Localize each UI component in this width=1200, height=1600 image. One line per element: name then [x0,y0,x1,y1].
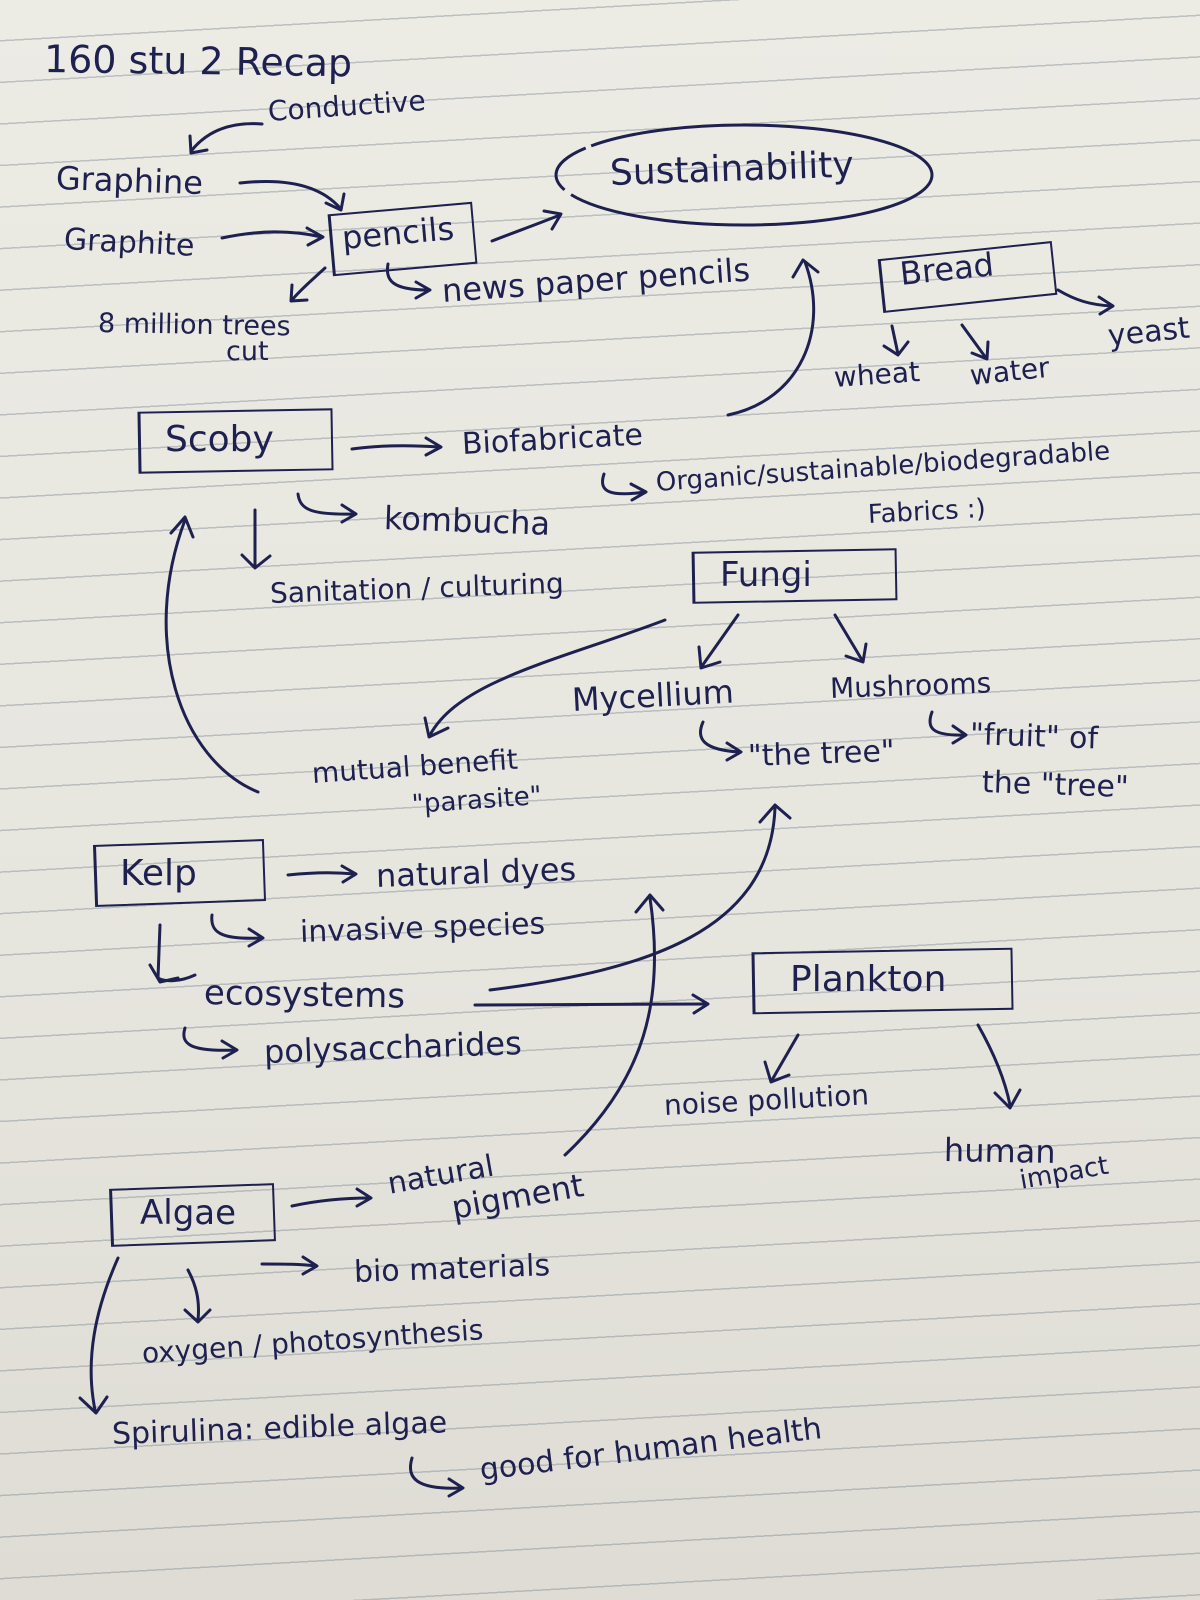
label-kombucha: kombucha [383,499,551,543]
label-bio-materials: bio materials [353,1248,551,1290]
arrow-kelp-ecosystems [156,923,197,983]
label-mycellium: Mycellium [571,672,735,719]
arrow-fungi-mushrooms [833,613,864,662]
arrow-pencils-trees [290,266,327,302]
label-scoby: Scoby [165,419,274,460]
label-wheat: wheat [832,355,921,394]
label-algae: Algae [140,1193,237,1233]
label-sustainability: Sustainability [609,144,855,194]
arrow-fungi-mycellium [700,613,740,668]
arrow-scoby-biofabricate [350,444,442,451]
arrow-mycellium-tree [698,720,742,754]
arrow-newspaper-pencils [385,262,430,292]
connector-arrows [78,122,1115,1498]
arrow-kelp-invasive [210,913,264,940]
arrow-biofabricate-sustainability [726,260,816,417]
label-fungi: Fungi [720,555,812,595]
label-ecosystems: ecosystems [203,973,406,1017]
arrow-ecosystems-polysaccharides [182,1026,238,1052]
label-water: water [968,350,1052,392]
arrow-fungi-mutual-benefit [428,618,667,737]
arrow-conductive-graphine [190,122,264,152]
arrow-algae-spirulina [89,1256,120,1412]
arrow-bread-water [960,323,988,360]
label-graphine: Graphine [55,159,204,203]
label-plankton: Plankton [790,959,947,1000]
arrow-plankton-noise [770,1033,800,1082]
arrow-graphite-pencils [220,230,324,240]
arrow-plankton-human [976,1023,1012,1107]
label-kelp: Kelp [120,853,197,894]
label-bread: Bread [898,245,996,293]
page-title: 160 stu 2 Recap [43,37,353,86]
label-fruit-line1: "fruit" of [969,717,1099,757]
arrow-spirulina-health [408,1456,464,1490]
label-the-tree: "the tree" [747,733,896,774]
label-trees-line2: cut [226,336,269,367]
arrow-algae-pigment [290,1196,372,1208]
arrow-bread-wheat [890,324,900,356]
sustainability-oval [554,123,934,227]
arrow-biofabricate-fabrics [601,472,647,496]
arrow-mushrooms-fruit [928,710,967,737]
label-invasive-species: invasive species [299,906,546,950]
label-mushrooms: Mushrooms [829,666,992,705]
arrow-pencils-sustainability [490,213,562,243]
arrow-pigment-dyes [563,896,657,1157]
label-graphite: Graphite [63,222,196,264]
arrow-algae-biomaterials [260,1262,318,1268]
label-yeast: yeast [1106,310,1192,354]
arrow-algae-oxygen [186,1268,200,1322]
label-pencils: pencils [340,209,456,257]
arrow-kelp-dyes [286,871,357,877]
label-natural-dyes: natural dyes [375,850,577,895]
arrow-graphine-pencils [238,179,342,210]
label-fruit-line2: the "tree" [981,765,1130,806]
arrow-ecosystems-tree [488,806,777,992]
arrow-ecosystems-plankton [473,1002,709,1007]
arrow-kelp-scoby [164,518,260,794]
arrow-bread-yeast [1056,288,1114,308]
label-polysaccharides: polysaccharides [263,1024,523,1071]
arrow-scoby-kombucha [296,492,357,516]
label-fabrics-line2: Fabrics :) [867,493,987,530]
